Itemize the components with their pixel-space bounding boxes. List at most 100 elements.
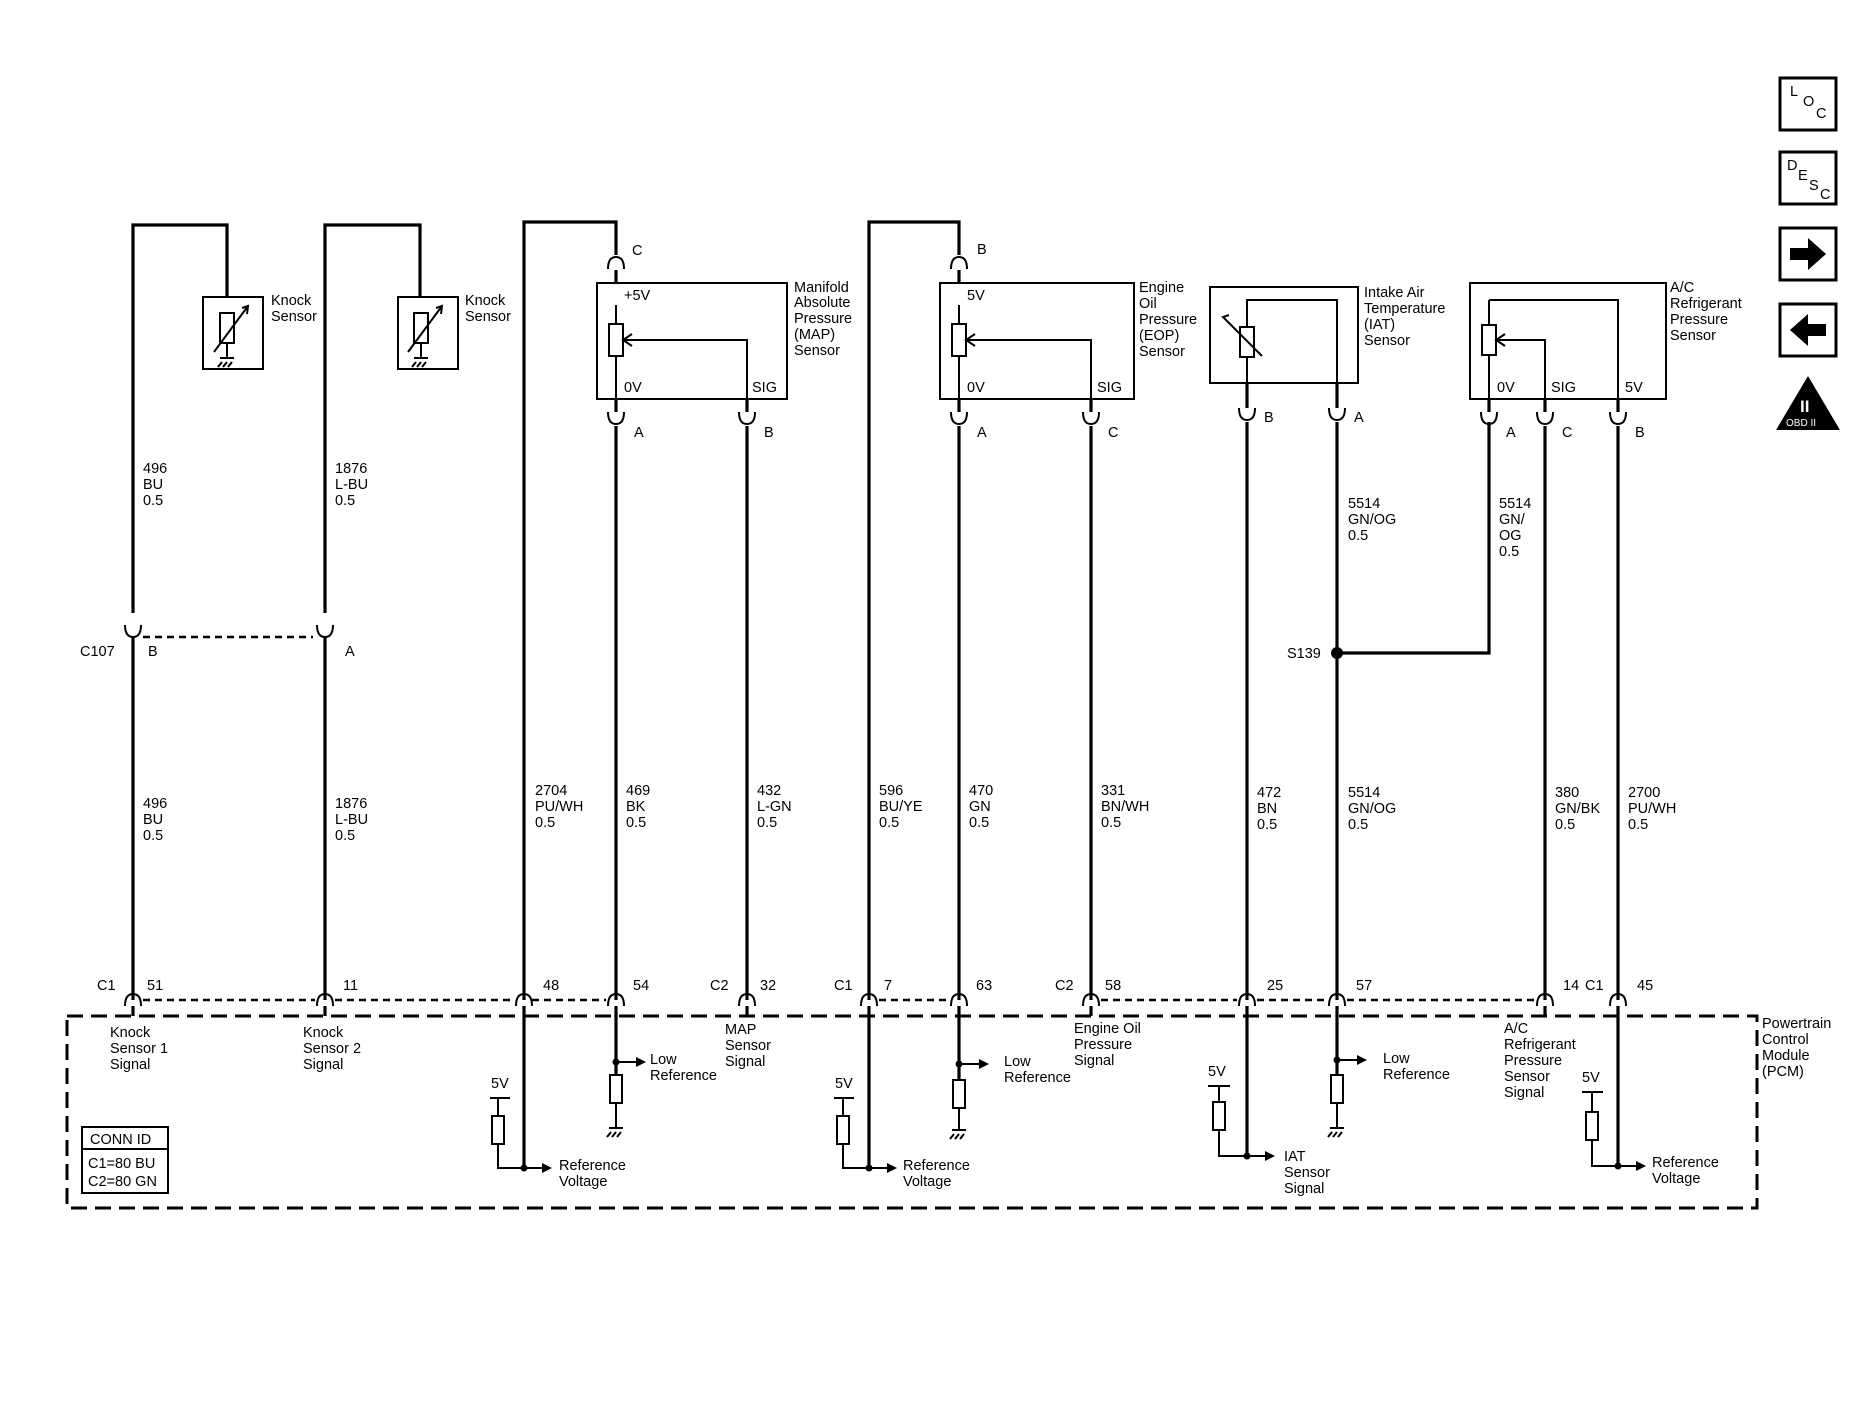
pcm-pin-63: 63 bbox=[976, 978, 992, 994]
iat-ref-5v: 5V bbox=[1208, 1064, 1226, 1080]
location-button[interactable]: L O C bbox=[1778, 76, 1838, 132]
pcm-pin-11: 11 bbox=[343, 978, 358, 994]
description-button[interactable]: D E S C bbox=[1778, 150, 1838, 206]
desc-icon-text-s: S bbox=[1809, 178, 1819, 194]
pcm-conn-c1-b: C1 bbox=[834, 978, 853, 994]
ac-pin-a: A bbox=[1506, 425, 1516, 441]
ac-5v: 5V bbox=[1625, 380, 1643, 396]
map-pin-b: B bbox=[764, 425, 774, 441]
ac-pin-c: C bbox=[1562, 425, 1572, 441]
eop-sensor-name: Engine Oil Pressure (EOP) Sensor bbox=[1139, 280, 1201, 360]
map-sig: SIG bbox=[752, 380, 777, 396]
c107-pin-b: B bbox=[148, 644, 158, 660]
loc-icon-text-c: C bbox=[1816, 106, 1826, 122]
pcm-pin-14: 14 bbox=[1563, 978, 1579, 994]
ac-0v: 0V bbox=[1497, 380, 1515, 396]
iat-sensor: Intake Air Temperature (IAT) Sensor B A … bbox=[1209, 285, 1491, 1000]
map-pin-a: A bbox=[634, 425, 644, 441]
pcm-pin-7: 7 bbox=[884, 978, 892, 994]
pcm-conn-c1-c: C1 bbox=[1585, 978, 1604, 994]
eop-sig: SIG bbox=[1097, 380, 1122, 396]
iat-sensor-name: Intake Air Temperature (IAT) Sensor bbox=[1364, 285, 1449, 349]
ac-refrigerant-pressure-sensor: 0V SIG 5V A/C Refrigerant Pressure Senso… bbox=[1469, 280, 1746, 1000]
eop-pin-b-top: B bbox=[977, 242, 987, 258]
ac-ref-5v: 5V bbox=[1582, 1070, 1600, 1086]
pcm-name: Powertrain Control Module (PCM) bbox=[1762, 1016, 1835, 1080]
eop-ref-5v: 5V bbox=[835, 1076, 853, 1092]
desc-icon-text-d: D bbox=[1787, 158, 1797, 174]
map-ref-5v: 5V bbox=[491, 1076, 509, 1092]
pcm-pin-32: 32 bbox=[760, 978, 776, 994]
loc-icon-text-o: O bbox=[1803, 94, 1814, 110]
obd-triangle-icon bbox=[1776, 376, 1840, 430]
right-arrow-icon bbox=[1790, 238, 1826, 270]
left-arrow-icon bbox=[1790, 314, 1826, 346]
pcm-conn-c2-b: C2 bbox=[1055, 978, 1074, 994]
pcm-conn-c2-a: C2 bbox=[710, 978, 729, 994]
previous-arrow-button[interactable] bbox=[1778, 302, 1838, 358]
desc-icon-text-c: C bbox=[1820, 187, 1830, 203]
eop-sensor: B 5V 0V SIG Engine Oil Pressure (EOP) Se… bbox=[867, 220, 1201, 1000]
conn-id-row-1: C1=80 BU bbox=[88, 1156, 155, 1172]
pcm-connector-row: C1 51 11 48 54 C2 32 C1 7 63 C2 58 25 57… bbox=[97, 978, 1653, 1007]
c107-label: C107 bbox=[80, 644, 115, 660]
obd-numeral: II bbox=[1800, 397, 1809, 416]
ac-pin-b: B bbox=[1635, 425, 1645, 441]
map-sensor: C +5V 0V SIG Manifold Absolute Pressure … bbox=[522, 220, 852, 1000]
splice-s139-label: S139 bbox=[1287, 646, 1321, 662]
obd-ii-button[interactable]: II OBD II bbox=[1776, 376, 1840, 430]
pcm-pin-51: 51 bbox=[147, 978, 163, 994]
conn-id-row-2: C2=80 GN bbox=[88, 1174, 157, 1190]
pcm-pin-57: 57 bbox=[1356, 978, 1372, 994]
iat-pin-a: A bbox=[1354, 410, 1364, 426]
pcm-pin-25: 25 bbox=[1267, 978, 1283, 994]
pcm-conn-c1-a: C1 bbox=[97, 978, 116, 994]
ac-sig: SIG bbox=[1551, 380, 1576, 396]
eop-pin-a: A bbox=[977, 425, 987, 441]
pcm-pin-54: 54 bbox=[633, 978, 649, 994]
eop-5v: 5V bbox=[967, 288, 985, 304]
desc-icon-text-e: E bbox=[1798, 168, 1808, 184]
conn-id-table: CONN ID C1=80 BU C2=80 GN bbox=[81, 1126, 169, 1194]
next-arrow-button[interactable] bbox=[1778, 226, 1838, 282]
obd-label: OBD II bbox=[1786, 418, 1816, 429]
conn-id-title: CONN ID bbox=[90, 1132, 151, 1148]
iat-pin-b: B bbox=[1264, 410, 1274, 426]
ac-sensor-name: A/C Refrigerant Pressure Sensor bbox=[1670, 280, 1746, 344]
map-plus5v: +5V bbox=[624, 288, 651, 304]
pcm-pin-45: 45 bbox=[1637, 978, 1653, 994]
map-0v: 0V bbox=[624, 380, 642, 396]
pcm-pin-58: 58 bbox=[1105, 978, 1121, 994]
